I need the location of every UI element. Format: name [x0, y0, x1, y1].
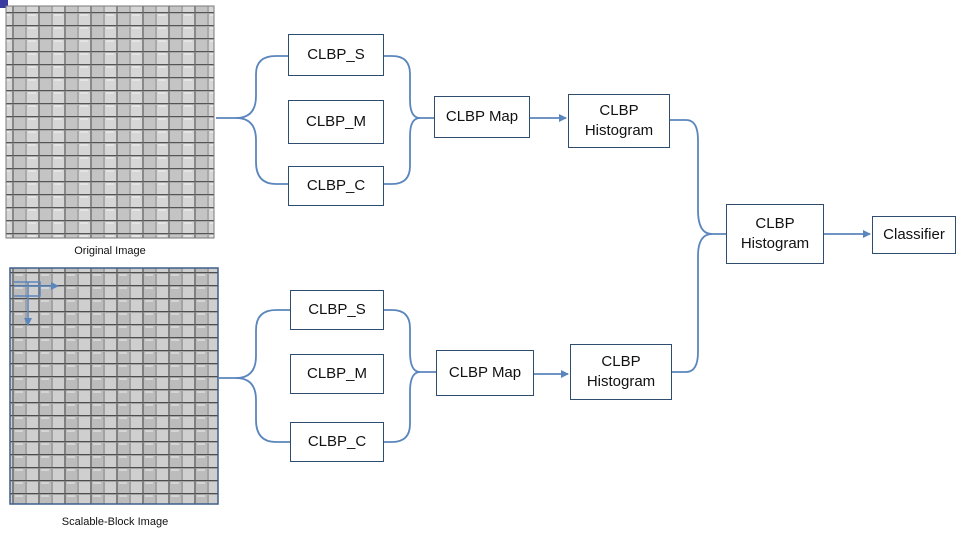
clbp-s-box-bottom: CLBP_S [290, 290, 384, 330]
classifier-box: Classifier [872, 216, 956, 254]
clbp-c-box-bottom: CLBP_C [290, 422, 384, 462]
clbp-m-box-bottom: CLBP_M [290, 354, 384, 394]
histogram-label-line2: Histogram [740, 235, 810, 252]
histogram-label-line2: Histogram [586, 373, 656, 390]
clbp-c-label: CLBP_C [306, 176, 366, 194]
clbp-s-label: CLBP_S [307, 45, 365, 63]
clbp-map-label: CLBP Map [448, 363, 522, 381]
clbp-histogram-box-top: CLBP Histogram [568, 94, 670, 148]
clbp-map-label: CLBP Map [445, 107, 519, 125]
clbp-m-label: CLBP_M [306, 364, 368, 382]
clbp-m-box-top: CLBP_M [288, 100, 384, 144]
histogram-label-line1: CLBP [755, 214, 795, 232]
clbp-map-box-bottom: CLBP Map [436, 350, 534, 396]
classifier-label: Classifier [883, 225, 945, 243]
histogram-label-line2: Histogram [584, 122, 654, 139]
scalable-block-image-caption: Scalable-Block Image [61, 516, 169, 528]
clbp-histogram-box-bottom: CLBP Histogram [570, 344, 672, 400]
histogram-label-line1: CLBP [599, 101, 639, 119]
original-texture-image [6, 6, 214, 238]
original-image-caption: Original Image [74, 245, 146, 257]
clbp-c-label: CLBP_C [307, 432, 367, 450]
clbp-histogram-box-fused: CLBP Histogram [726, 204, 824, 264]
clbp-s-box-top: CLBP_S [288, 34, 384, 76]
histogram-label-line1: CLBP [601, 352, 641, 370]
clbp-m-label: CLBP_M [305, 112, 367, 130]
clbp-s-label: CLBP_S [308, 300, 366, 318]
clbp-map-box-top: CLBP Map [434, 96, 530, 138]
clbp-c-box-top: CLBP_C [288, 166, 384, 206]
scalable-block-texture-image [10, 268, 218, 504]
corner-marker [0, 0, 8, 8]
